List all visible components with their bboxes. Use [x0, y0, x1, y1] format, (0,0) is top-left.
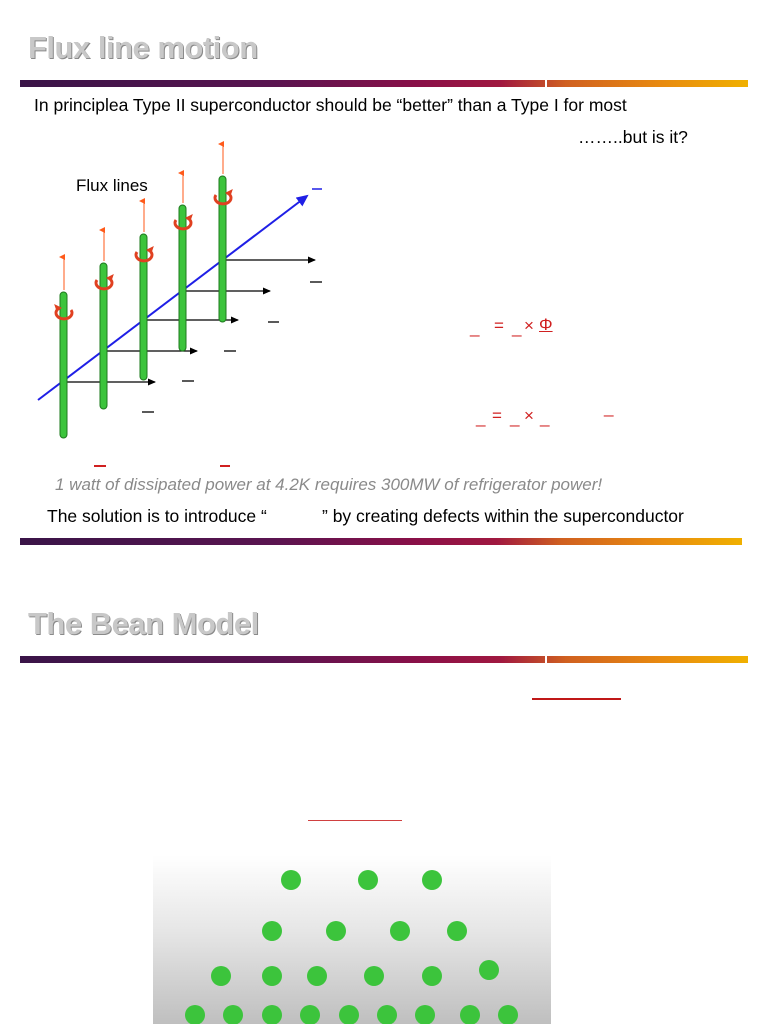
red-rule-1: [532, 698, 621, 700]
flux-vortex: [211, 966, 231, 986]
solution-text-start: The solution is to introduce “: [47, 506, 267, 526]
flux-vortex: [262, 921, 282, 941]
formula-equals-1: =: [494, 316, 504, 335]
vortex-icon-3: [134, 246, 154, 263]
superconductor-panel: [153, 855, 551, 1024]
flux-tube-5: [218, 175, 227, 323]
slide2-header-divider: [20, 656, 748, 663]
vortex-icon-4: [173, 214, 193, 231]
formula-var-6: _: [604, 398, 614, 417]
slide1-header-divider: [20, 80, 748, 87]
slide1-footer-divider: [20, 538, 742, 545]
flux-vortex: [358, 870, 378, 890]
current-direction-arrow: [37, 194, 309, 401]
vortex-icon-2: [94, 274, 114, 291]
question-text: ……..but is it?: [578, 127, 688, 147]
flux-lines-label: Flux lines: [76, 176, 148, 195]
solution-text-end: ” by creating defects within the superco…: [322, 506, 684, 526]
flux-vortex-pile: [185, 870, 518, 1024]
vortex-icon-1: [54, 304, 74, 321]
flux-vortex: [422, 870, 442, 890]
flux-vortex: [262, 966, 282, 986]
formula-var-2: _: [512, 318, 522, 337]
flux-vortex: [281, 870, 301, 890]
formula-var-1: _: [470, 318, 480, 337]
formula-var-3: _: [476, 408, 486, 427]
flux-line-diagram: [37, 141, 322, 467]
flux-vortex: [262, 1005, 282, 1024]
flux-vortex: [185, 1005, 205, 1024]
flux-vortex: [415, 1005, 435, 1024]
formula-phi: Φ: [539, 315, 553, 334]
formula-equals-2: =: [492, 406, 502, 425]
flux-vortex: [447, 921, 467, 941]
formula-times-2: ×: [524, 406, 534, 425]
formula-force-per-volume: _ = _ × _ _: [476, 398, 626, 430]
flux-vortex: [460, 1005, 480, 1024]
flux-tube-1: [59, 291, 68, 439]
flux-tube-4: [178, 204, 187, 352]
flux-tube-3: [139, 233, 148, 381]
formula-var-5: _: [540, 408, 550, 427]
flux-vortex: [339, 1005, 359, 1024]
slide2-title: The Bean Model: [28, 606, 259, 641]
vortex-icon-5: [213, 189, 233, 206]
red-rule-2: [308, 820, 402, 821]
slide1-title: Flux line motion: [28, 30, 258, 65]
refrigeration-note: 1 watt of dissipated power at 4.2K requi…: [55, 475, 603, 494]
flux-vortex: [364, 966, 384, 986]
formula-times-1: ×: [524, 316, 534, 335]
flux-vortex: [377, 1005, 397, 1024]
intro-text: In principlea Type II superconductor sho…: [34, 95, 627, 115]
flux-tube-2: [99, 262, 108, 410]
formula-force-per-length: _ = _ × Φ: [470, 315, 580, 340]
flux-vortex: [307, 966, 327, 986]
flux-vortex: [300, 1005, 320, 1024]
flux-vortex: [390, 921, 410, 941]
flux-vortex: [422, 966, 442, 986]
flux-vortex: [479, 960, 499, 980]
formula-var-4: _: [510, 408, 520, 427]
flux-vortex: [326, 921, 346, 941]
flux-vortex: [498, 1005, 518, 1024]
flux-vortex: [223, 1005, 243, 1024]
